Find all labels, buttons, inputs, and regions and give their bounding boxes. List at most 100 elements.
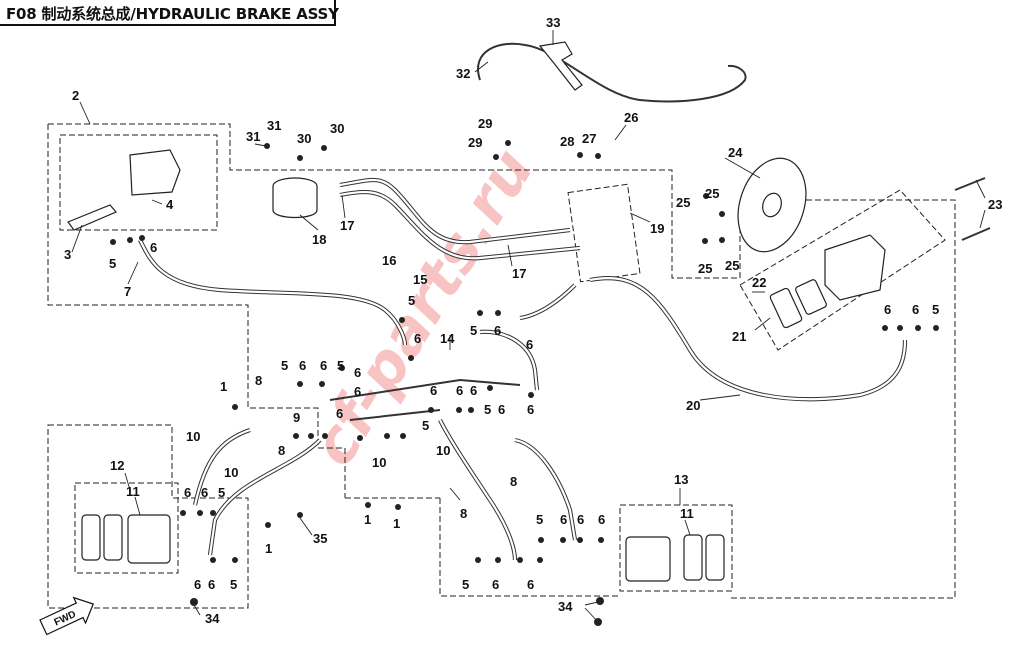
callout-6: 6: [456, 383, 463, 398]
front-left-group-outline: [47, 424, 249, 609]
callout-34: 34: [205, 611, 220, 626]
callout-26: 26: [624, 110, 638, 125]
bolt-23a: [954, 177, 986, 191]
callout-6: 6: [560, 512, 567, 527]
callout-8: 8: [278, 443, 285, 458]
callout-19: 19: [650, 221, 664, 236]
callout-13: 13: [674, 472, 688, 487]
callout-4: 4: [166, 197, 174, 212]
caliper-21: [824, 234, 886, 301]
callout-33: 33: [546, 15, 560, 30]
callout-5: 5: [281, 358, 288, 373]
callout-1: 1: [220, 379, 227, 394]
callout-17: 17: [512, 266, 526, 281]
callout-6: 6: [498, 402, 505, 417]
callout-6: 6: [150, 240, 157, 255]
callout-6: 6: [884, 302, 891, 317]
callout-5: 5: [408, 293, 415, 308]
callout-31: 31: [267, 118, 281, 133]
fasteners: [110, 140, 939, 626]
front-pad-11b: [103, 514, 123, 561]
callout-25: 25: [705, 186, 719, 201]
callout-5: 5: [470, 323, 477, 338]
leader-lines: [71, 30, 986, 623]
pad-inset: [739, 189, 946, 351]
callout-7: 7: [124, 284, 131, 299]
callout-18: 18: [312, 232, 326, 247]
callout-6: 6: [354, 365, 361, 380]
rear-group-outline: [345, 497, 620, 597]
callout-16: 16: [382, 253, 396, 268]
brake-line-20: [589, 276, 908, 402]
callout-1: 1: [364, 512, 371, 527]
brake-pedal-arm: [67, 204, 117, 231]
callout-10: 10: [224, 465, 238, 480]
title-box: F08 制动系统总成/HYDRAULIC BRAKE ASSY: [0, 0, 339, 26]
brake-pad-22b: [795, 279, 827, 315]
callout-32: 32: [456, 66, 470, 81]
callout-5: 5: [230, 577, 237, 592]
callout-6: 6: [577, 512, 584, 527]
callout-22: 22: [752, 275, 766, 290]
callout-3: 3: [64, 247, 71, 262]
forward-arrow-icon: FWD: [39, 596, 95, 636]
callout-6: 6: [208, 577, 215, 592]
front-pad-11a: [81, 514, 101, 561]
callout-6: 6: [912, 302, 919, 317]
callout-27: 27: [582, 131, 596, 146]
callout-6: 6: [299, 358, 306, 373]
callout-24: 24: [728, 145, 743, 160]
callout-6: 6: [527, 577, 534, 592]
callout-20: 20: [686, 398, 700, 413]
front-caliper-12: [127, 514, 171, 564]
callout-12: 12: [110, 458, 124, 473]
callout-5: 5: [422, 418, 429, 433]
callout-6: 6: [527, 402, 534, 417]
master-cylinder-group-outline: [47, 123, 956, 599]
callout-21: 21: [732, 329, 746, 344]
callout-1: 1: [393, 516, 400, 531]
callout-labels: 33 32 2 31 31 30 30 29 29 28 27 26 24 25…: [64, 15, 1002, 626]
callout-8: 8: [460, 506, 467, 521]
callout-14: 14: [440, 331, 455, 346]
callout-8: 8: [255, 373, 262, 388]
callout-11: 11: [126, 484, 140, 499]
front-caliper-13: [625, 536, 671, 582]
parking-lever: [538, 41, 583, 91]
callout-6: 6: [201, 485, 208, 500]
front-pad-11d: [705, 534, 725, 581]
callout-15: 15: [413, 272, 427, 287]
reservoir-body: [272, 186, 318, 219]
callout-35: 35: [313, 531, 327, 546]
front-caliper-left-inset: [74, 482, 179, 574]
callout-31: 31: [246, 129, 260, 144]
callout-6: 6: [320, 358, 327, 373]
callout-5: 5: [462, 577, 469, 592]
front-pad-11c: [683, 534, 703, 581]
callout-6: 6: [354, 384, 361, 399]
callout-5: 5: [484, 402, 491, 417]
brake-pad-22a: [769, 287, 803, 329]
callout-6: 6: [184, 485, 191, 500]
callout-6: 6: [336, 406, 343, 421]
callout-1: 1: [265, 541, 272, 556]
rear-caliper-inset: [619, 504, 733, 592]
diagram-title: F08 制动系统总成/HYDRAULIC BRAKE ASSY: [6, 5, 339, 23]
callout-30: 30: [330, 121, 344, 136]
callout-6: 6: [430, 383, 437, 398]
callout-17: 17: [340, 218, 354, 233]
callout-23: 23: [988, 197, 1002, 212]
callout-5: 5: [337, 358, 344, 373]
callout-6: 6: [598, 512, 605, 527]
brake-line-10-front: [207, 438, 322, 556]
callout-34: 34: [558, 599, 573, 614]
callout-25: 25: [676, 195, 690, 210]
callout-28: 28: [560, 134, 574, 149]
callout-25: 25: [698, 261, 712, 276]
pedal-inset: [567, 183, 641, 283]
callout-5: 5: [218, 485, 225, 500]
parking-cable: [477, 42, 747, 103]
callout-10: 10: [436, 443, 450, 458]
bolt-23b: [961, 227, 991, 241]
